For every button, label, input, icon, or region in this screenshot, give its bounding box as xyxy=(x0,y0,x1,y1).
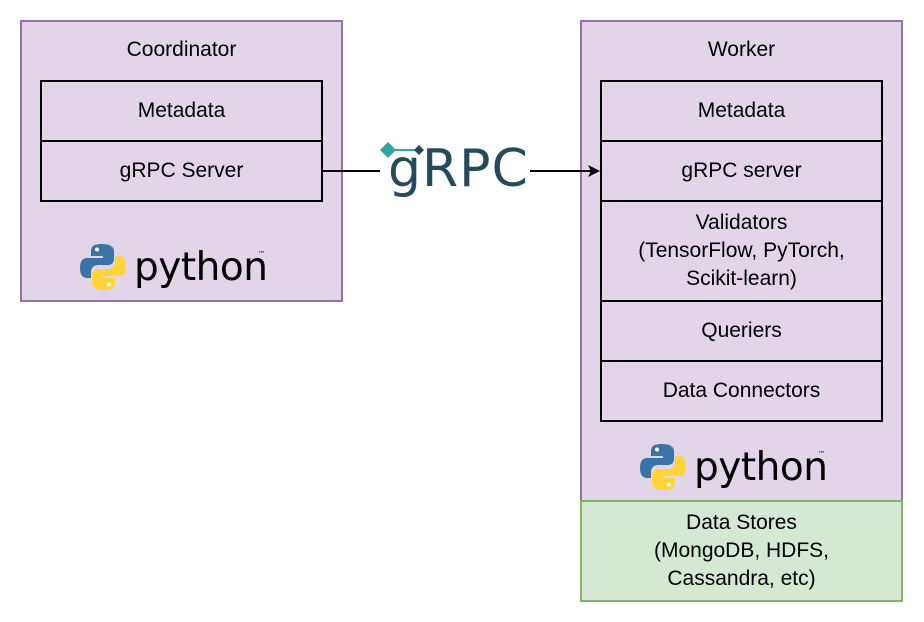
data-stores-box: Data Stores (MongoDB, HDFS, Cassandra, e… xyxy=(580,500,903,602)
grpc-label: gRPC xyxy=(388,139,529,199)
coordinator-python-logo: python ™ xyxy=(80,242,270,297)
grpc-logo-icon xyxy=(380,142,424,158)
worker-validators-box: Validators (TensorFlow, PyTorch, Scikit-… xyxy=(600,200,883,302)
coordinator-title: Coordinator xyxy=(126,38,237,61)
worker-grpc-server-box: gRPC server xyxy=(600,140,883,202)
worker-python-logo: python ™ xyxy=(640,442,830,497)
python-icon: python ™ xyxy=(80,244,268,290)
python-wordmark: python xyxy=(694,445,827,490)
coordinator-components: Metadata gRPC Server xyxy=(40,80,323,203)
python-icon: python ™ xyxy=(640,444,828,490)
worker-title: Worker xyxy=(707,38,776,61)
worker-panel: Worker Metadata gRPC server Validators (… xyxy=(580,20,903,502)
worker-components: Metadata gRPC server Validators (TensorF… xyxy=(600,80,883,423)
python-tm: ™ xyxy=(818,450,825,458)
coordinator-panel: Coordinator Metadata gRPC Server python … xyxy=(20,20,343,302)
python-tm: ™ xyxy=(258,250,265,258)
python-wordmark: python xyxy=(134,245,267,290)
coordinator-grpc-server-box: gRPC Server xyxy=(40,140,323,202)
worker-data-connectors-box: Data Connectors xyxy=(600,360,883,422)
